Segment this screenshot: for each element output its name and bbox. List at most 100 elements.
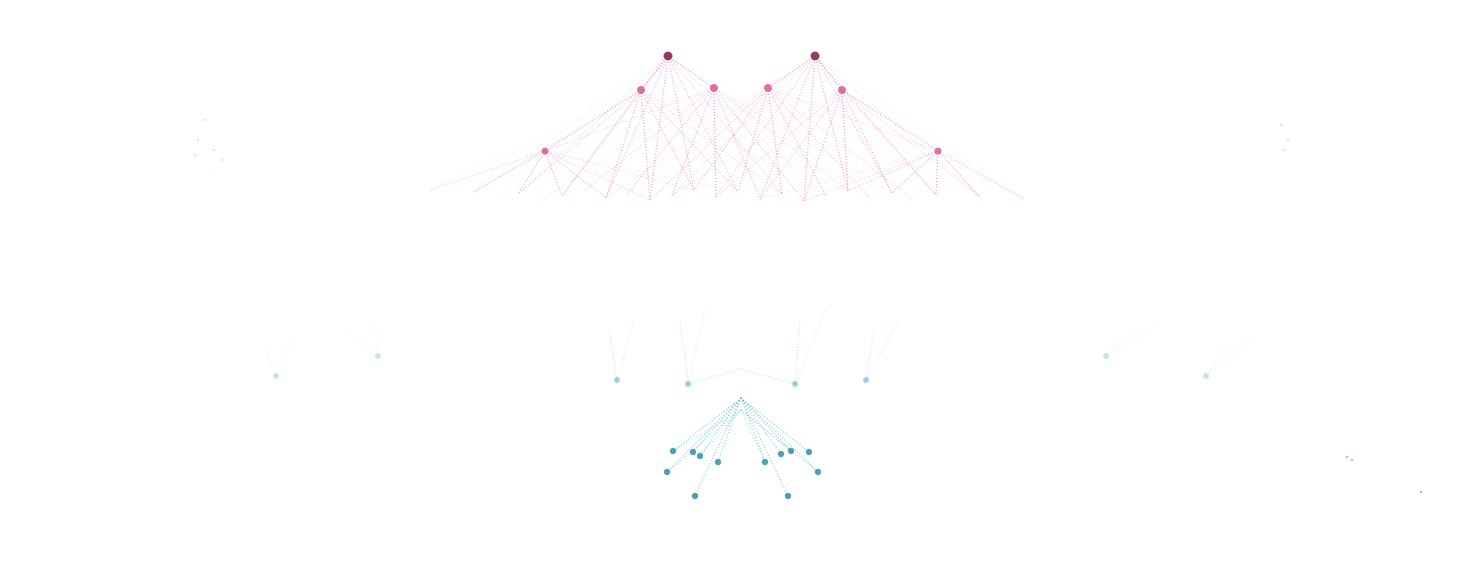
upper-link [561, 89, 642, 197]
upper-link [713, 87, 717, 198]
speck [196, 138, 200, 142]
upper-link [473, 55, 669, 193]
lower-link [740, 397, 789, 497]
speck [220, 158, 224, 162]
lower-link [865, 319, 900, 381]
lower-node [691, 492, 699, 500]
upper-link [713, 87, 805, 202]
upper-link [814, 55, 1025, 200]
upper-link [544, 87, 715, 152]
lower-link [687, 309, 706, 385]
upper-link [671, 87, 715, 196]
lower-link [794, 319, 801, 385]
lower-link [1205, 349, 1226, 377]
upper-link [627, 55, 816, 194]
upper-link [517, 150, 546, 195]
upper-link [715, 150, 939, 198]
upper-link [640, 89, 871, 199]
upper-link [841, 89, 893, 194]
upper-link [517, 89, 642, 195]
speck [1286, 138, 1290, 142]
upper-link [713, 87, 849, 192]
upper-link [767, 87, 871, 199]
upper-node [764, 84, 772, 92]
lower-node [787, 447, 795, 455]
lower-network-links [264, 309, 1251, 497]
upper-network-nodes [541, 51, 942, 155]
upper-link [803, 150, 939, 202]
upper-link [759, 89, 843, 200]
lower-node [805, 448, 813, 456]
speck [203, 118, 207, 122]
upper-link [429, 150, 546, 191]
lower-link [740, 368, 796, 385]
lower-node [669, 447, 677, 455]
lower-link [666, 397, 742, 473]
lower-node [614, 377, 620, 383]
upper-link [640, 89, 783, 195]
upper-link [544, 150, 563, 197]
upper-network-links [429, 55, 1025, 202]
upper-link [767, 55, 816, 89]
lower-node [814, 468, 822, 476]
upper-link [517, 55, 669, 195]
upper-link [544, 150, 695, 191]
speck [1282, 148, 1286, 152]
upper-link [715, 89, 843, 198]
lower-link [692, 397, 742, 453]
speck [1279, 123, 1283, 127]
upper-node [637, 86, 645, 94]
lower-link [699, 397, 742, 457]
speck [1419, 490, 1423, 494]
upper-link [841, 89, 981, 198]
upper-link [544, 150, 607, 199]
upper-link [561, 55, 669, 197]
lower-node [714, 458, 722, 466]
lower-network-nodes [273, 353, 1209, 500]
upper-link [649, 55, 669, 201]
lower-link [672, 409, 742, 452]
lower-link [1205, 339, 1251, 377]
upper-link [605, 55, 669, 199]
lower-link [672, 397, 742, 452]
upper-link [495, 87, 715, 200]
lower-link [699, 409, 742, 457]
lower-link [616, 319, 635, 381]
upper-link [627, 89, 843, 194]
upper-link [667, 55, 739, 193]
upper-link [640, 89, 695, 191]
lower-node [792, 381, 798, 387]
lower-link [1105, 324, 1156, 357]
upper-link [539, 87, 715, 202]
upper-link [649, 87, 769, 201]
upper-link [640, 55, 669, 91]
upper-link [814, 55, 849, 192]
lower-link [740, 397, 792, 452]
lower-node [784, 492, 792, 500]
lower-node [375, 353, 381, 359]
upper-link [841, 89, 937, 196]
upper-link [667, 55, 871, 199]
lower-link [740, 397, 810, 453]
upper-link [671, 89, 843, 196]
lower-node [1103, 353, 1109, 359]
lower-node [863, 377, 869, 383]
lower-node [696, 452, 704, 460]
speck [193, 153, 197, 157]
lower-link [794, 309, 826, 385]
upper-link [671, 55, 816, 196]
upper-link [667, 55, 715, 89]
upper-link [767, 87, 783, 195]
upper-node [710, 84, 718, 92]
lower-link [679, 319, 689, 385]
lower-link [666, 409, 742, 473]
lower-node [273, 373, 279, 379]
upper-link [693, 87, 769, 191]
lower-link [608, 329, 618, 381]
lower-link [717, 397, 742, 463]
lower-link [687, 368, 742, 385]
upper-link [473, 89, 642, 193]
upper-link [803, 55, 816, 202]
upper-link [759, 55, 816, 200]
upper-node [838, 86, 846, 94]
